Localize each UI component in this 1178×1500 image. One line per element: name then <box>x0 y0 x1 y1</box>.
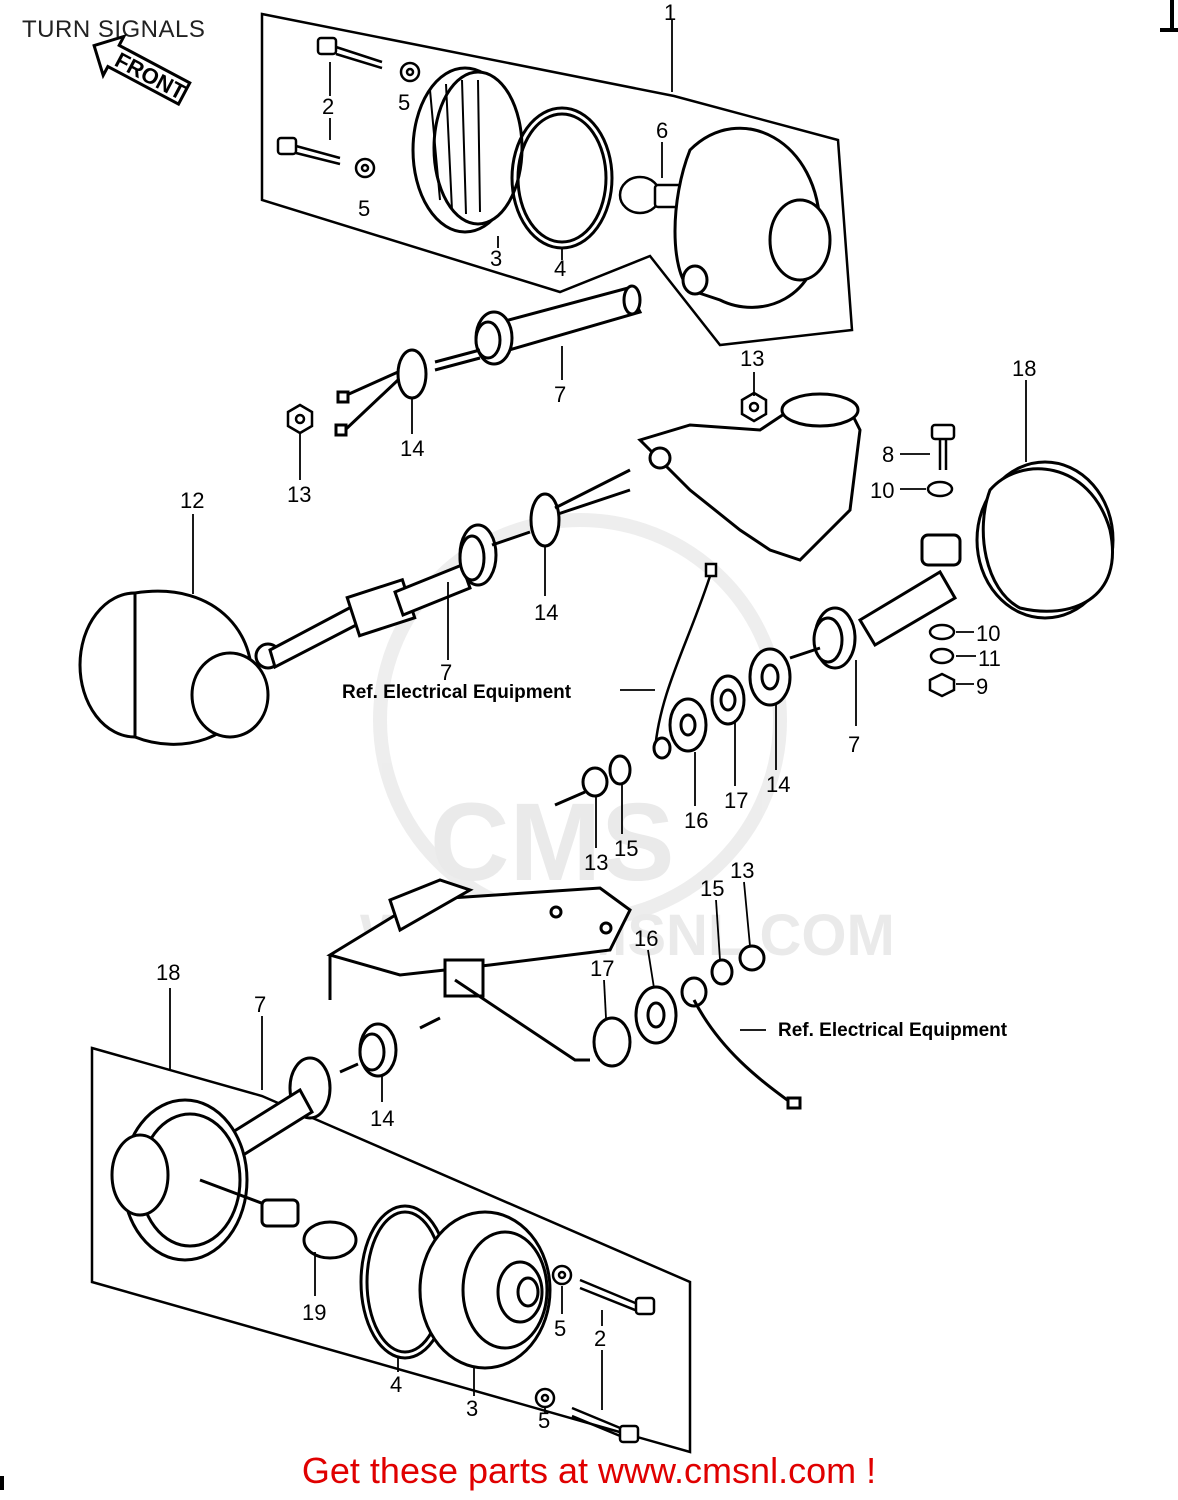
callout: 5 <box>358 196 370 221</box>
gasket-top <box>510 106 614 250</box>
signal-right-upper <box>789 460 1115 670</box>
washer-11 <box>929 647 955 665</box>
callout: 17 <box>590 956 614 981</box>
wire-ref-upper <box>653 562 718 751</box>
callout: 14 <box>400 436 424 461</box>
nut-9 <box>928 672 956 698</box>
washer-10-upper <box>926 480 954 498</box>
screw-lower-2 <box>571 1406 640 1444</box>
grommet-stack-middle <box>554 647 792 807</box>
callout: 15 <box>614 836 638 861</box>
callout: 5 <box>398 90 410 115</box>
callout: 13 <box>740 346 764 371</box>
callout: 4 <box>554 256 566 281</box>
callout: 2 <box>594 1326 606 1351</box>
callout: 18 <box>1012 356 1036 381</box>
frame-bracket <box>326 878 632 1062</box>
screw-lower-1 <box>579 1278 656 1316</box>
washer-lower-1 <box>551 1264 573 1286</box>
callout: 8 <box>882 442 894 467</box>
corner-mark-bottom-left <box>0 1476 4 1490</box>
grommet-stack-lower <box>592 944 802 1110</box>
front-arrow-label: FRONT <box>111 47 190 105</box>
callout: 3 <box>490 246 502 271</box>
ref-electrical-upper: Ref. Electrical Equipment <box>342 682 572 703</box>
washer-10-lower <box>928 623 956 641</box>
corner-mark-top-right-v <box>1170 0 1174 32</box>
callout: 5 <box>538 1408 550 1433</box>
callout: 13 <box>730 858 754 883</box>
nut-bracket <box>740 391 768 423</box>
screw-lower <box>276 136 341 166</box>
washer-lower-2 <box>534 1387 556 1409</box>
callout: 15 <box>700 876 724 901</box>
callout: 13 <box>287 482 311 507</box>
nut-upper-left <box>286 403 314 435</box>
callout: 14 <box>766 772 790 797</box>
front-arrow-icon: FRONT <box>92 33 192 107</box>
inset-box-bottom <box>90 1046 692 1454</box>
leader-lines <box>169 20 1027 1414</box>
watermark-logo-text: CMS <box>430 781 674 904</box>
callout: 12 <box>180 488 204 513</box>
washer-top-1 <box>399 61 421 83</box>
callout: 18 <box>156 960 180 985</box>
callout: 14 <box>534 600 558 625</box>
callout: 7 <box>440 660 452 685</box>
lens-top <box>411 66 524 234</box>
callout: 1 <box>664 0 676 25</box>
lens-lower <box>418 1210 552 1370</box>
callout: 7 <box>254 992 266 1017</box>
washer-top-2 <box>354 157 376 179</box>
callout: 17 <box>724 788 748 813</box>
signal-left <box>78 468 631 746</box>
callout: 4 <box>390 1372 402 1397</box>
signal-lower <box>110 1016 441 1262</box>
callout: 11 <box>978 646 1001 671</box>
callout: 10 <box>976 621 1000 646</box>
callout-numbers: 1 2 5 5 3 4 6 7 13 14 13 18 8 10 12 7 14… <box>156 0 1036 1433</box>
callout: 5 <box>554 1316 566 1341</box>
callout: 3 <box>466 1396 478 1421</box>
callout: 13 <box>584 850 608 875</box>
ref-electrical-lower: Ref. Electrical Equipment <box>778 1020 1008 1041</box>
inset-box-top <box>260 12 854 347</box>
callout: 14 <box>370 1106 394 1131</box>
callout: 7 <box>554 382 566 407</box>
callout: 9 <box>976 674 988 699</box>
mounting-bracket <box>637 392 862 562</box>
bolt-8 <box>930 423 956 470</box>
callout: 6 <box>656 118 668 143</box>
housing-top <box>673 126 832 309</box>
bulb-top <box>618 175 683 215</box>
callout: 2 <box>322 94 334 119</box>
callout: 19 <box>302 1300 326 1325</box>
callout: 10 <box>870 478 894 503</box>
footer-promo-text: Get these parts at www.cmsnl.com ! <box>301 1450 877 1491</box>
callout: 16 <box>684 808 708 833</box>
callout: 7 <box>848 732 860 757</box>
screw-upper <box>316 36 383 70</box>
callout: 16 <box>634 926 658 951</box>
corner-mark-top-right <box>1160 28 1178 32</box>
stem-upper <box>334 284 643 437</box>
